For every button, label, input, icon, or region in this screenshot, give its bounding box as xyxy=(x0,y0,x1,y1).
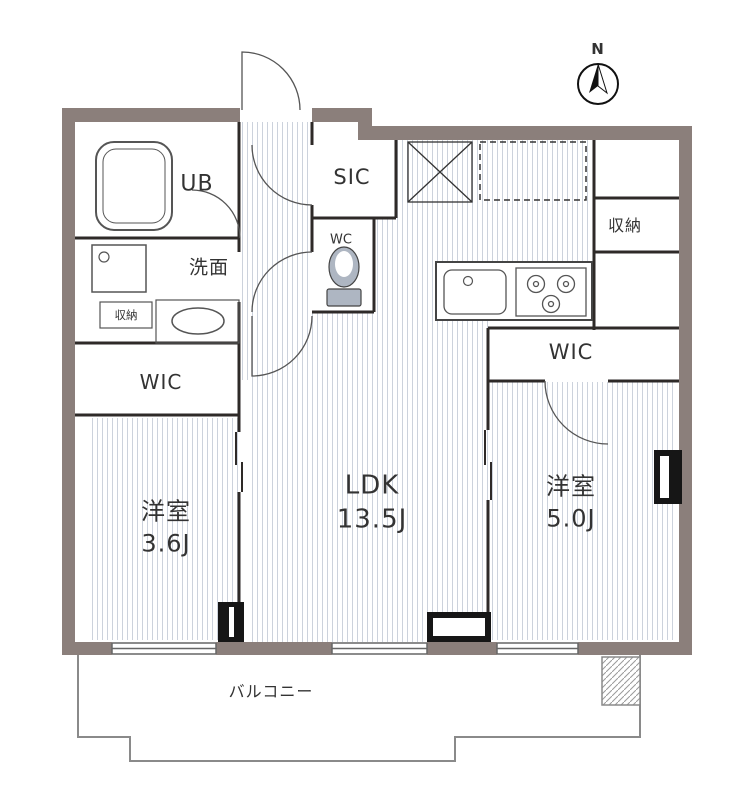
kitchen-counter-icon xyxy=(435,261,593,321)
threshold-left xyxy=(218,602,244,642)
sic-door xyxy=(251,144,313,206)
balcony-label: バルコニー xyxy=(228,682,314,701)
room-label-wic-right: WIC xyxy=(548,340,594,364)
window-right xyxy=(496,642,579,655)
threshold-center xyxy=(427,612,491,642)
window-left xyxy=(111,642,217,655)
compass-north-label: N xyxy=(591,40,605,58)
bathtub-icon xyxy=(95,141,173,231)
bedroom-left-name: 洋室 xyxy=(141,497,191,526)
room-label-bedroom-left: 洋室 3.6J xyxy=(141,496,191,559)
washing-machine-icon xyxy=(91,244,147,293)
storage-box-left xyxy=(99,301,153,329)
compass-icon xyxy=(577,63,619,105)
room-label-storage-right: 収納 xyxy=(607,216,643,235)
ldk-name: LDK xyxy=(344,470,400,501)
room-label-bedroom-right: 洋室 5.0J xyxy=(546,471,596,534)
sliding-doors xyxy=(235,430,492,500)
room-label-sic: SIC xyxy=(333,165,371,189)
room-label-storage-left: 収納 xyxy=(114,308,138,322)
window-center xyxy=(331,642,428,655)
kitchen-sink-icon xyxy=(443,269,507,315)
bedroom-right-name: 洋室 xyxy=(546,472,596,501)
toilet-icon xyxy=(326,246,362,307)
pipe-space-icon xyxy=(407,141,473,203)
bedroom-right-door xyxy=(544,380,609,445)
balcony-partition-screen xyxy=(601,656,641,706)
bedroom-right-size: 5.0J xyxy=(546,504,596,532)
room-label-wic-left: WIC xyxy=(139,370,183,394)
stove-icon xyxy=(515,267,587,317)
floor-hatching xyxy=(88,122,676,642)
hall-ldk-door xyxy=(251,315,313,377)
balcony-outline xyxy=(77,655,641,762)
fixtures xyxy=(91,141,593,344)
wc-door xyxy=(251,251,313,313)
entrance-door xyxy=(241,51,301,111)
dark-frames xyxy=(218,450,682,642)
room-label-senmen: 洗面 xyxy=(188,256,230,279)
room-label-ub: UB xyxy=(180,171,214,197)
side-window-right xyxy=(654,450,682,504)
bedroom-left-size: 3.6J xyxy=(141,529,191,557)
ldk-size: 13.5J xyxy=(336,505,408,535)
balcony-windows xyxy=(111,642,579,655)
room-label-ldk: LDK 13.5J xyxy=(337,469,408,538)
room-label-wc: WC xyxy=(330,232,352,248)
washbasin-icon xyxy=(155,299,240,344)
partition-walls xyxy=(75,122,679,642)
refrigerator-space xyxy=(479,141,587,201)
door-arcs xyxy=(191,51,609,445)
ub-door xyxy=(191,189,241,239)
